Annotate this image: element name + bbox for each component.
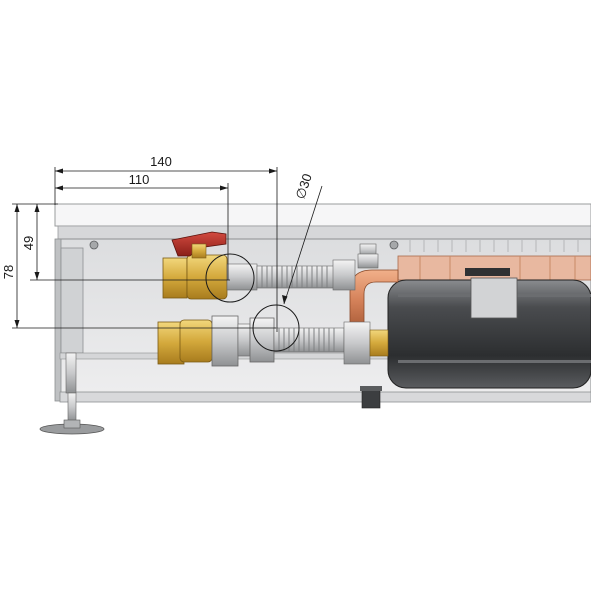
left-end-plate: [60, 247, 84, 354]
valve-lower: [157, 315, 275, 367]
fan-bracket: [470, 277, 518, 319]
dimension-arrows: [14, 168, 288, 328]
tangential-fan: [387, 277, 591, 389]
top-frame: [54, 203, 591, 227]
connection-circle-upper: [205, 253, 255, 303]
screw-right: [389, 240, 399, 250]
ball-valve-upper: [162, 231, 258, 300]
dim-label-diameter: ∅30: [293, 172, 315, 201]
flex-hose-lower: [273, 321, 389, 365]
grille-slats: [409, 240, 579, 252]
drain-plug: [360, 386, 382, 409]
heat-exchanger: [397, 255, 591, 281]
dim-label-140: 140: [150, 154, 172, 169]
dim-label-110: 110: [129, 172, 150, 187]
copper-pipe: [349, 243, 399, 331]
dim-label-49: 49: [21, 236, 36, 250]
leveling-foot: [39, 352, 105, 435]
dimension-lines: [12, 167, 323, 332]
screw-left: [89, 240, 99, 250]
dim-label-78: 78: [1, 265, 16, 279]
flex-hose-upper: [256, 259, 356, 291]
